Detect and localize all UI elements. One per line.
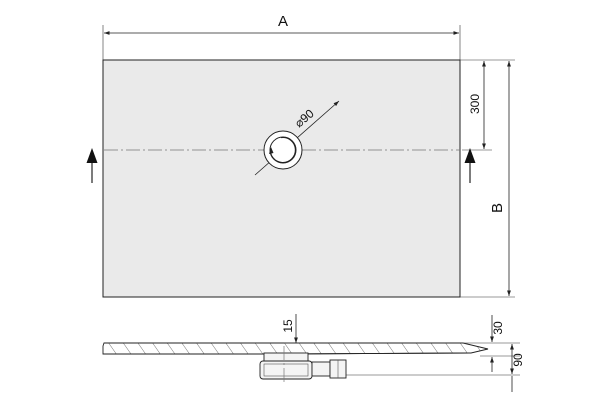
side-section-view: 30 90 15 bbox=[102, 314, 525, 392]
arrow-up-icon bbox=[464, 148, 476, 183]
dimension-b-label: B bbox=[489, 203, 506, 213]
dimension-30-label: 30 bbox=[491, 321, 505, 335]
siphon bbox=[259, 346, 347, 385]
dimension-15-label: 15 bbox=[281, 319, 295, 333]
shower-tray-top bbox=[102, 59, 461, 298]
dimension-a-label: A bbox=[278, 13, 288, 30]
dimension-90-label: 90 bbox=[511, 353, 525, 367]
drain: ⌀90 bbox=[254, 100, 340, 176]
tray-section bbox=[102, 342, 489, 355]
arrow-up-icon bbox=[86, 148, 98, 183]
rotation-arrow-icon bbox=[269, 137, 296, 163]
dimension-300-label: 300 bbox=[468, 94, 482, 114]
top-view: A 300 B ⌀90 bbox=[86, 13, 515, 298]
